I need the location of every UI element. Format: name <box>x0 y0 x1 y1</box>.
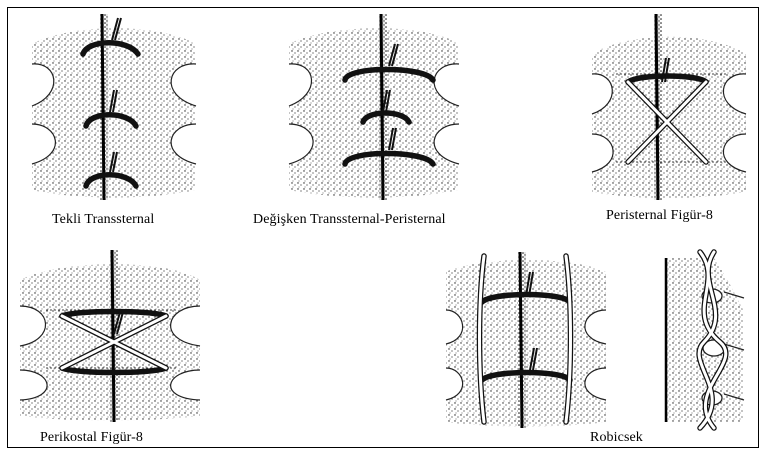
tekli-transsternal-illustration <box>28 14 200 200</box>
degisken-illustration <box>285 14 463 200</box>
caption-degisken: Değişken Transsternal-Peristernal <box>253 212 446 228</box>
peristernal-figur8-illustration <box>588 14 750 200</box>
caption-perikostal: Perikostal Figür-8 <box>40 430 143 446</box>
robicsek-illustration-front <box>442 252 610 428</box>
caption-robicsek: Robicsek <box>590 430 643 446</box>
caption-peristernal: Peristernal Figür-8 <box>606 208 713 224</box>
perikostal-figur8-illustration <box>16 250 204 422</box>
caption-tekli: Tekli Transsternal <box>52 212 154 228</box>
robicsek-illustration-side <box>654 252 748 428</box>
